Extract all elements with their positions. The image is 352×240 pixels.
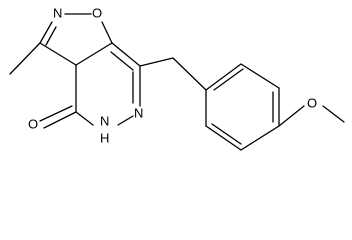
carbonyl-oxygen-label: O (28, 117, 38, 132)
amide-nitrogen-label: N (100, 114, 109, 129)
bond-c4-carbonyl (43, 111, 77, 129)
bond-o1-c7a (101, 21, 113, 44)
bond-c7a-c3a (75, 42, 113, 66)
pyridazine-nitrogen-label: N (134, 106, 143, 121)
bond-benz-2-3 (240, 63, 280, 89)
bond-benz-5-6 (205, 125, 242, 151)
bond-benz-5-6-double (211, 123, 242, 145)
bond-c3-methyl (9, 42, 41, 75)
methoxy-oxygen-label: O (307, 96, 317, 111)
bond-benz-methoxy-o (278, 105, 305, 127)
bond-benz-1-2 (205, 63, 242, 91)
bond-ch2-benzene (172, 57, 207, 91)
isoxazole-oxygen-label: O (92, 6, 102, 21)
isoxazole-nitrogen-label: N (53, 6, 62, 21)
amide-hydrogen-label: H (100, 131, 109, 146)
bond-c4-carbonyl-double (39, 105, 73, 122)
bond-benz-4-5 (240, 125, 280, 151)
bonds (9, 13, 345, 151)
chemical-structure: N O O N H N O (9, 6, 345, 151)
atom-labels: N O O N H N O (28, 6, 317, 146)
bond-c3-n2-double (45, 26, 57, 46)
bond-c7a-c7-double (110, 51, 134, 71)
bond-c3-n2 (39, 21, 53, 44)
bond-methoxy-o-ch3 (322, 105, 345, 123)
bond-n5-c4 (75, 111, 94, 126)
bond-c3a-c3 (39, 42, 77, 66)
bond-benz-1-2-double (213, 68, 244, 91)
bond-c7a-c7 (111, 42, 141, 67)
bond-c7-ch2 (139, 57, 174, 67)
bond-n6-n5 (117, 115, 134, 126)
